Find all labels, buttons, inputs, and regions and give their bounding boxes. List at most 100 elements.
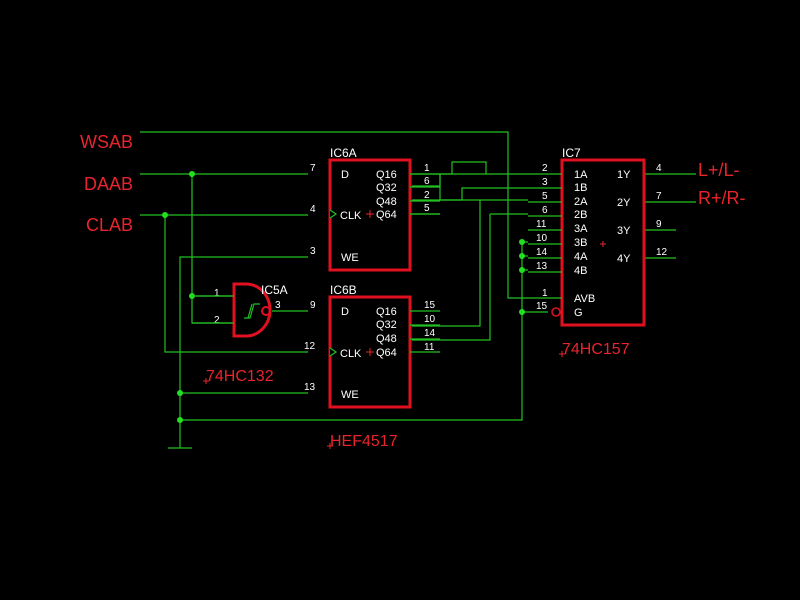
- ic6b-pin-q48: Q48: [376, 333, 397, 345]
- ic6-part-marker: [327, 443, 333, 449]
- ic7-pin-1y: 1Y: [617, 169, 631, 181]
- wire-we-a: [179, 256, 308, 448]
- ic7-num-2y: 7: [656, 191, 662, 202]
- ic7-input-stubs: [528, 173, 562, 299]
- ic5a-ref: IC5A: [261, 283, 288, 297]
- ic6a-pin-we: WE: [341, 252, 359, 264]
- ic6b-pin-clk: CLK: [340, 348, 362, 360]
- ic6a-num-clk: 4: [310, 204, 316, 215]
- ic6b-ref: IC6B: [330, 283, 357, 297]
- ic7-num-1y: 4: [656, 163, 662, 174]
- ic6b-pin-q64: Q64: [376, 347, 397, 359]
- ic6a-clk-mark: [329, 209, 338, 219]
- ic7-num-g: 15: [536, 301, 548, 312]
- ic5a-schmitt-symbol: [244, 303, 260, 319]
- wire-2a-route: [412, 200, 481, 327]
- ic6-pin-stubs: [410, 173, 440, 353]
- net-label-r: R+/R-: [698, 188, 746, 208]
- ic6b-num-q48: 14: [424, 328, 436, 339]
- ic6a-num-q16: 1: [424, 163, 430, 174]
- wire-daab-to-gate: [191, 174, 232, 297]
- ic6b-num-we: 13: [304, 382, 316, 393]
- wire-q48a-2a: [412, 187, 528, 201]
- junction-clab: [162, 212, 168, 218]
- ic7-num-4b: 13: [536, 261, 548, 272]
- ic6b-num-q64: 11: [424, 342, 435, 353]
- junctions: [162, 171, 525, 423]
- ic6a-num-d: 7: [310, 163, 316, 174]
- ic7-pin-3y: 3Y: [617, 225, 631, 237]
- ic6b-pin-d: D: [341, 306, 349, 318]
- ic6b-num-q32: 10: [424, 314, 436, 325]
- ic7-pin-4a: 4A: [574, 251, 588, 263]
- ic6a-num-q32: 6: [424, 176, 430, 187]
- ic6b-output-stubs: [410, 310, 440, 353]
- ic6a-ref: IC6A: [330, 146, 357, 160]
- ic7-part-number: 74HC157: [562, 341, 630, 358]
- ic6b-pin-q32: Q32: [376, 319, 397, 331]
- ic7-pin-g: G: [574, 307, 583, 319]
- ic6b-num-clk: 12: [304, 341, 316, 352]
- ic7-num-3a: 11: [536, 219, 547, 230]
- junction-4a: [519, 253, 525, 259]
- ic6a-pin-q48: Q48: [376, 196, 397, 208]
- ic7-part-marker: [559, 351, 565, 357]
- ic6b-pin-q16: Q16: [376, 306, 397, 318]
- ic6a-pin-q64: Q64: [376, 209, 397, 221]
- ic7: IC7 1A 1B 2A 2B 3A 3B 4A 4B AVB G 2 3 5 …: [528, 146, 668, 327]
- ic6-part-number: HEF4517: [330, 433, 398, 450]
- ic7-pin-2y: 2Y: [617, 197, 631, 209]
- ic7-num-avb: 1: [542, 288, 548, 299]
- ic5a-num-in1: 1: [214, 288, 220, 299]
- ic6a-num-we: 3: [310, 246, 316, 257]
- wire-daab-to-gate-in2: [191, 296, 232, 324]
- ic7-num-2b: 6: [542, 205, 548, 216]
- ic5a-input-stubs: [192, 295, 234, 324]
- ic5a: IC5A 1 2 3: [192, 282, 288, 338]
- ic7-num-4a: 14: [536, 247, 548, 258]
- ic5a-output-bubble: [261, 306, 271, 316]
- ic7-pin-1a: 1A: [574, 169, 588, 181]
- ic7-pin-3b: 3B: [574, 237, 587, 249]
- ic6b-num-d: 9: [310, 300, 316, 311]
- ic5a-num-in2: 2: [214, 315, 220, 326]
- ic7-num-4y: 12: [656, 247, 668, 258]
- ic5a-part-number: 74HC132: [206, 368, 274, 385]
- ic6a-output-stubs: [410, 173, 440, 215]
- ic7-num-1b: 3: [542, 177, 548, 188]
- ic7-pin-3a: 3A: [574, 223, 588, 235]
- ic6b-origin-marker: [366, 348, 374, 356]
- ic6a-pin-clk: CLK: [340, 210, 362, 222]
- ic6a-num-q64: 5: [424, 203, 430, 214]
- ic7-pin-4y: 4Y: [617, 253, 631, 265]
- ic5a-num-out: 3: [275, 300, 281, 311]
- ic6a-pin-q16: Q16: [376, 169, 397, 181]
- ic7-num-2a: 5: [542, 191, 548, 202]
- junction-we: [177, 390, 183, 396]
- net-label-l: L+/L-: [698, 160, 740, 180]
- ic7-pin-4b: 4B: [574, 265, 587, 277]
- wires: [140, 131, 696, 449]
- ic7-body: [560, 158, 646, 327]
- ic6a-num-q48: 2: [424, 190, 430, 201]
- junction-daab: [189, 171, 195, 177]
- junction-3b: [519, 239, 525, 245]
- net-label-wsab: WSAB: [80, 132, 133, 152]
- wire-2b-route: [412, 214, 491, 341]
- ic6a: IC6A D CLK WE Q16 Q32 Q48 Q64 7 4 3 1 6 …: [310, 146, 430, 272]
- junction-gnd: [177, 417, 183, 423]
- ic6b-num-q16: 15: [424, 300, 436, 311]
- net-label-clab: CLAB: [86, 215, 133, 235]
- junction-g: [519, 309, 525, 315]
- ic6a-origin-marker: [366, 210, 374, 218]
- ic6a-pin-d: D: [341, 169, 349, 181]
- ic5a-part-marker: [203, 378, 209, 384]
- wire-wsab: [140, 131, 528, 299]
- ic7-num-3b: 10: [536, 233, 548, 244]
- ic6b-pin-we: WE: [341, 389, 359, 401]
- ic7-pin-2b: 2B: [574, 209, 587, 221]
- ic7-g-bubble: [551, 307, 561, 317]
- net-label-daab: DAAB: [84, 174, 133, 194]
